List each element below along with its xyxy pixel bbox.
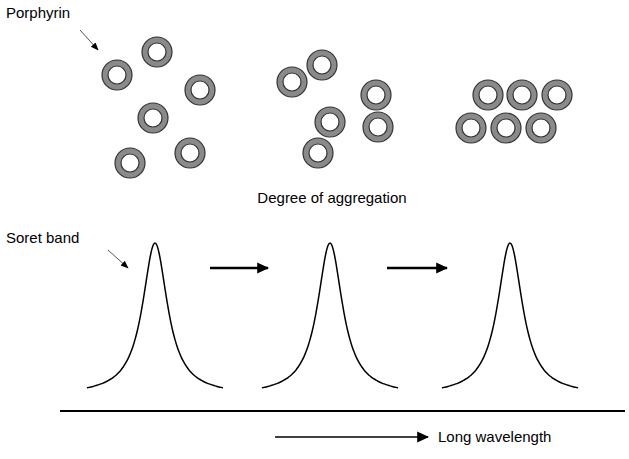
porphyrin-ring [361,80,391,110]
porphyrin-ring [507,80,537,110]
leader-line [80,30,98,50]
shift-arrow [387,267,447,270]
porphyrin-ring [142,37,172,67]
porphyrin-ring [363,112,393,142]
porphyrin-ring [491,113,521,143]
text-label: Long wavelength [438,428,551,446]
axis-line [60,410,625,412]
porphyrin-ring [102,60,132,90]
porphyrin-ring [185,75,215,105]
porphyrin-ring [175,138,205,168]
soret-peak [87,243,223,388]
soret-peaks [87,243,578,388]
porphyrin-ring [307,50,337,80]
soret-peak [262,243,398,388]
leader-line [108,250,128,268]
text-label: Soret band [6,229,79,247]
porphyrin-ring [138,103,168,133]
porphyrin-ring [473,80,503,110]
wavelength-arrow [275,436,428,438]
soret-peak [442,243,578,388]
porphyrin-ring [315,107,345,137]
porphyrin-ring [115,148,145,178]
porphyrin-ring [456,113,486,143]
porphyrin-ring [526,113,556,143]
shift-arrow [210,267,268,270]
porphyrin-ring [542,80,572,110]
text-label: Degree of aggregation [257,189,406,207]
porphyrin-ring [277,67,307,97]
porphyrin-rings [102,37,572,178]
porphyrin-ring [303,138,333,168]
text-label: Porphyrin [6,4,70,22]
